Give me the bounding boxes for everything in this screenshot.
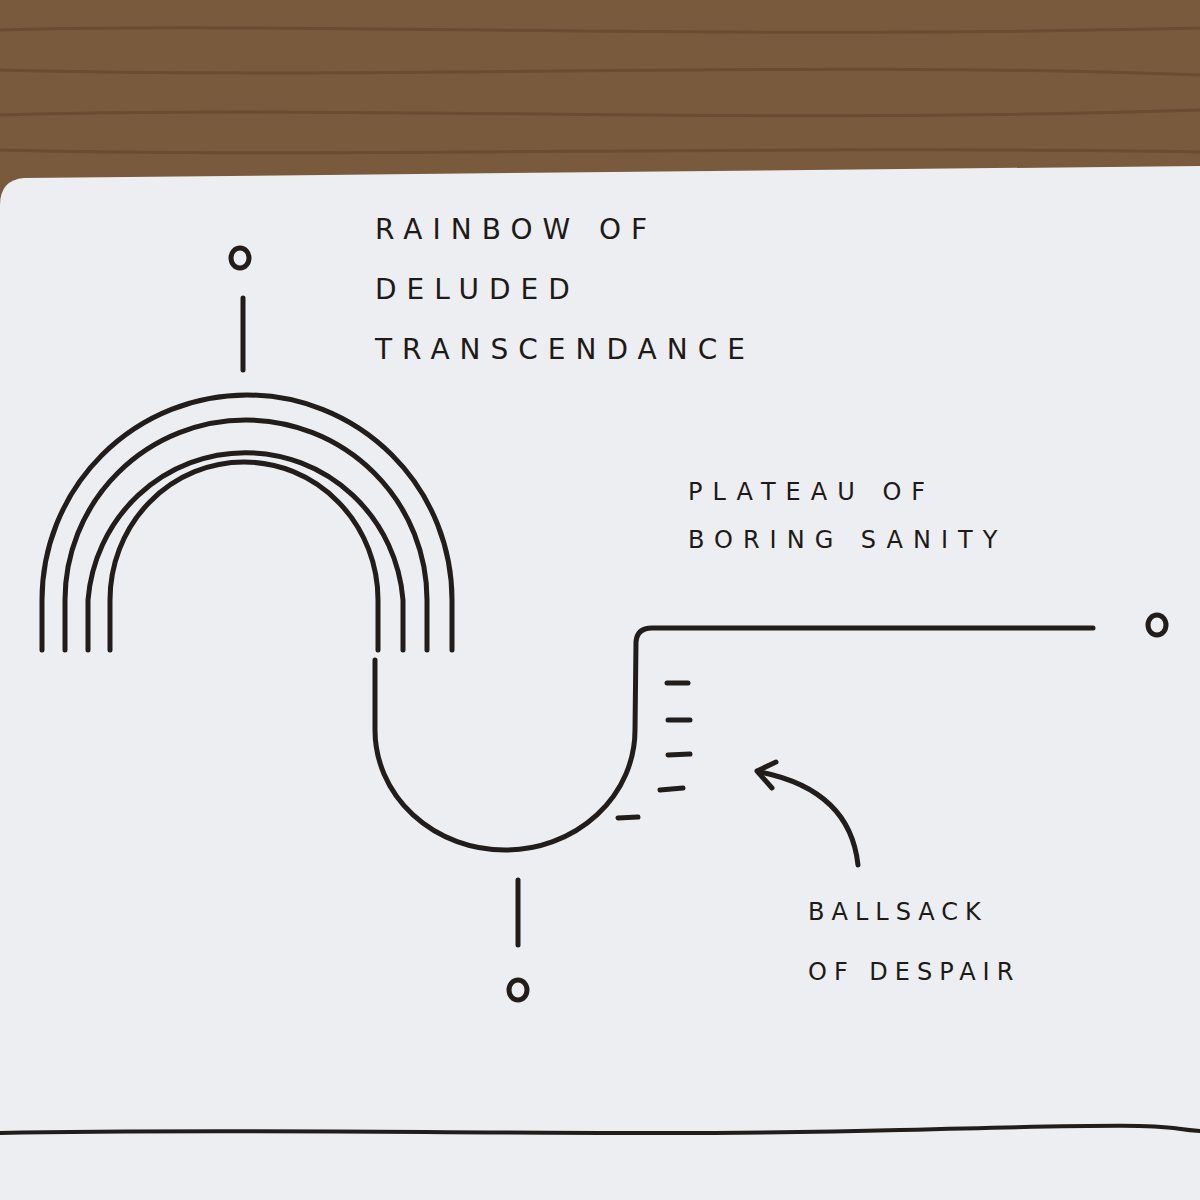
page-rule	[0, 1126, 1200, 1133]
rainbow-arc	[65, 420, 427, 650]
tick-line	[516, 880, 521, 945]
rainbow-arc	[88, 453, 403, 650]
pointer-arrow	[760, 772, 858, 865]
paper-sheet	[0, 166, 1200, 1200]
valley-curve	[375, 628, 1093, 850]
shade-dash	[668, 754, 690, 755]
zero-marker	[1148, 615, 1166, 635]
zero-marker	[509, 980, 527, 1000]
sketch-label: PLATEAU OF BORING SANITY	[688, 468, 1048, 564]
sketch-label: BALLSACK OF DESPAIR	[808, 882, 1036, 1002]
sketch-label: RAINBOW OF DELUDED TRANSCENDANCE	[375, 200, 795, 380]
tick-line	[241, 298, 246, 370]
shade-dash	[618, 817, 638, 818]
sketch-lines	[0, 248, 1200, 1133]
rainbow-arc	[42, 395, 452, 650]
pointer-arrowhead	[757, 762, 776, 788]
wood-grain	[0, 28, 1200, 153]
rainbow-arc	[110, 462, 378, 650]
shade-dash	[667, 681, 688, 686]
shade-dash	[660, 788, 683, 790]
zero-marker	[231, 248, 249, 268]
shade-dash	[668, 718, 690, 723]
